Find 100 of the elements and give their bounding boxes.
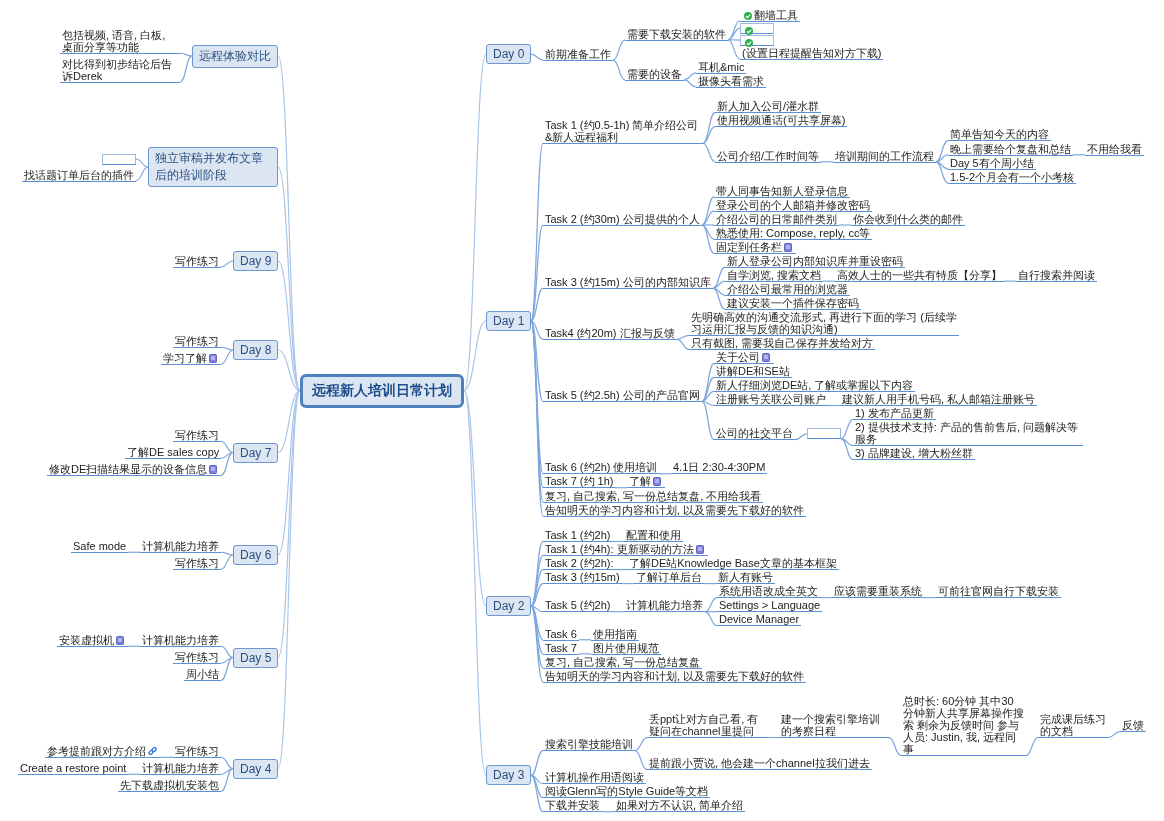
topic-line xyxy=(60,29,180,54)
connector-line xyxy=(701,400,715,441)
connector-line xyxy=(530,749,544,776)
topic-line xyxy=(740,8,800,22)
connector-line xyxy=(840,418,854,440)
connector-line xyxy=(712,280,726,289)
branch-title: 独立审稿并发布文章后的培训阶段 xyxy=(155,151,263,182)
connector-line xyxy=(1107,730,1121,739)
connector-line xyxy=(612,39,626,61)
topic-text: 配置和使用 xyxy=(626,529,681,542)
branch-box xyxy=(192,44,278,68)
connector-line xyxy=(277,349,301,392)
connector-line xyxy=(277,389,301,556)
connector-line xyxy=(220,767,234,792)
topic-text: Task 7 (约 1h) xyxy=(545,475,614,488)
connector-line xyxy=(127,551,141,553)
topic-text: 新人加入公司/灌水群 xyxy=(717,100,820,113)
connector-line xyxy=(727,39,741,60)
connector-line xyxy=(277,55,301,392)
connector-line xyxy=(160,756,174,758)
connector-line xyxy=(463,53,487,392)
connector-line xyxy=(840,438,854,461)
connector-line xyxy=(766,736,780,739)
branch-box xyxy=(486,765,532,786)
connector-line xyxy=(701,224,715,226)
connector-line xyxy=(702,142,716,163)
topic-text: 写作练习 xyxy=(175,557,219,569)
topic-text: Task 6 xyxy=(545,627,577,640)
topic-text: 新人有账号 xyxy=(718,571,773,584)
topic-text: 搜索引擎技能培训 xyxy=(545,738,633,751)
topic-text: 包括视频, 语音, 白板, 桌面分享等功能 xyxy=(62,29,166,53)
connector-line xyxy=(727,27,741,41)
connector-line xyxy=(179,55,193,83)
connector-line xyxy=(220,767,234,775)
topic-text: 高效人士的一些共有特质【分享】 xyxy=(837,268,1002,281)
branch-title: Day 5 xyxy=(240,650,272,665)
branch-title: Day 2 xyxy=(493,598,525,613)
connector-line xyxy=(578,639,592,641)
connector-line xyxy=(701,210,715,226)
topic-text: 需要的设备 xyxy=(627,67,682,80)
topic-text: Task4 (约20m) 汇报与反馈 xyxy=(545,327,675,340)
branch-title: Day 0 xyxy=(493,47,525,62)
connector-line xyxy=(530,774,544,799)
topic-text: Task 2 (约30m) 公司提供的个人 xyxy=(545,212,700,225)
connector-line xyxy=(220,656,234,664)
topic-line xyxy=(47,463,222,476)
topic-text: 参考提前跟对方介绍 xyxy=(47,745,146,757)
topic-text: Task 3 (约15m) xyxy=(545,571,620,584)
branch-box xyxy=(233,340,279,360)
connector-line xyxy=(701,196,715,226)
topic-text: 只有截图, 需要我自己保存并发给对方 xyxy=(691,337,874,350)
topic-text: 建议新人用手机号码, 私人邮箱注册账号 xyxy=(842,393,1036,406)
topic-text: 讲解DE和SE站 xyxy=(716,365,790,378)
branch-box xyxy=(148,147,278,187)
branch-title: Day 8 xyxy=(240,343,272,357)
topic-text: 安装虚拟机 xyxy=(59,634,114,646)
branch-box xyxy=(233,647,279,668)
topic-text: 晚上需要给个复盘和总结 xyxy=(950,142,1071,155)
empty-topic-box xyxy=(740,22,774,34)
topic-text: 了解DE站Knowledge Base文章的基本框架 xyxy=(629,557,837,570)
topic-text: Safe mode xyxy=(73,540,127,552)
topic-text: 培训期间的工作流程 xyxy=(835,149,934,162)
topic-text: Task 3 (约15m) 公司的内部知识库 xyxy=(545,275,711,288)
topic-text: 翻墙工具 xyxy=(754,8,798,21)
topic-text: 写作练习 xyxy=(175,651,219,663)
topic-text: 写作练习 xyxy=(175,254,219,267)
topic-text: 耳机&mic xyxy=(698,60,745,73)
connector-line xyxy=(277,389,301,454)
topic-text: 丢ppt让对方自己看, 有疑问在channel里提问 xyxy=(649,713,759,738)
connector-line xyxy=(463,320,487,392)
connector-line xyxy=(820,161,834,163)
connector-line xyxy=(935,161,949,184)
connector-line xyxy=(712,287,726,296)
connector-line xyxy=(463,389,487,607)
connector-line xyxy=(135,158,149,168)
connector-line xyxy=(220,554,234,570)
topic-text: 建一个搜索引擎培训的考察日程 xyxy=(781,713,880,738)
connector-line xyxy=(923,597,937,599)
connector-line xyxy=(530,605,544,613)
connector-line xyxy=(1072,154,1086,156)
branch-box xyxy=(233,758,279,779)
topic-text: 公司的社交平台 xyxy=(716,427,793,440)
connector-line xyxy=(530,320,544,403)
connector-line xyxy=(530,583,544,607)
topic-text: 公司介绍/工作时间等 xyxy=(717,149,820,162)
topic-text: Task 5 (约2.5h) 公司的产品官网 xyxy=(545,389,700,402)
topic-text: Task 1 (约2h) xyxy=(545,529,611,542)
connector-line xyxy=(611,540,625,543)
connector-line xyxy=(935,161,949,170)
connector-line xyxy=(935,140,949,163)
topic-text: Device Manager xyxy=(719,613,800,626)
connector-line xyxy=(701,376,715,403)
central-topic-text: 远程新人培训日常计划 xyxy=(312,381,452,398)
branch-title: Day 4 xyxy=(240,761,272,776)
topic-text: 使用视频通话(可共享屏幕) xyxy=(717,114,846,127)
connector-line xyxy=(621,583,635,585)
topic-text: 计算机能力培养 xyxy=(142,634,219,646)
connector-line xyxy=(704,597,718,613)
connector-line xyxy=(612,59,626,81)
empty-topic-box xyxy=(807,428,841,440)
